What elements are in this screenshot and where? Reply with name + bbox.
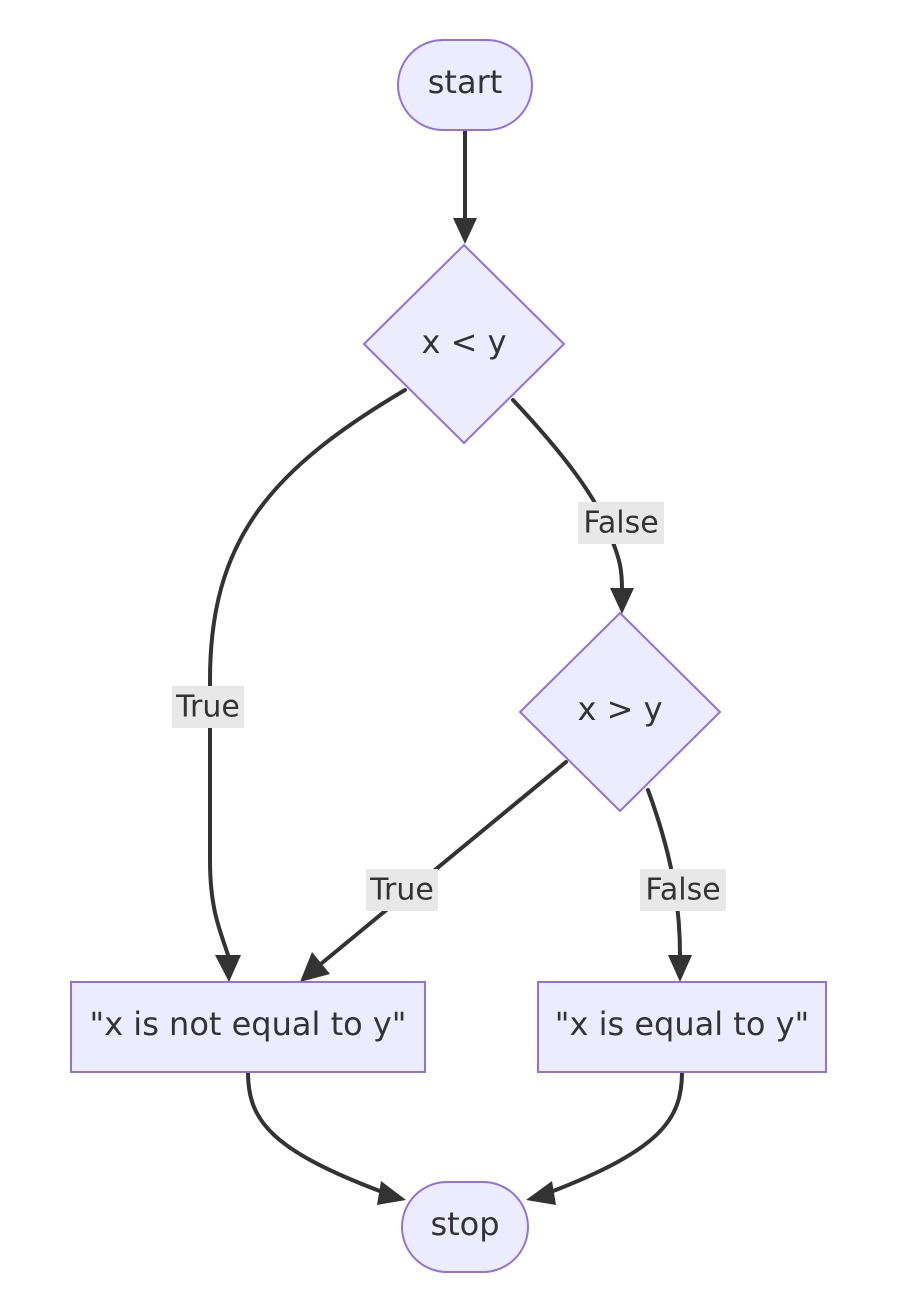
edge-equal-to-stop — [526, 1070, 684, 1205]
edge-label-text: False — [583, 506, 658, 541]
edge-not-equal-to-stop — [246, 1070, 406, 1205]
edge-label-text: True — [175, 690, 240, 725]
edge-lt-true — [208, 388, 407, 982]
nodes: start x < y x > y "x is not equal to y" … — [70, 39, 827, 1273]
edge-line — [208, 388, 407, 957]
node-start[interactable]: start — [397, 39, 533, 131]
edge-label-gt-true: True — [366, 869, 438, 911]
arrowhead — [526, 1181, 556, 1205]
arrowhead — [610, 588, 634, 614]
edge-label-bg — [172, 686, 244, 728]
edge-labels: False True True False — [172, 502, 726, 911]
edge-label-lt-true: True — [172, 686, 244, 728]
edge-line — [246, 1070, 387, 1195]
edge-label-bg — [366, 869, 438, 911]
arrowhead — [453, 218, 477, 244]
edge-label-bg — [640, 869, 726, 911]
node-equal[interactable]: "x is equal to y" — [537, 981, 827, 1073]
node-stop-shape — [401, 1181, 529, 1273]
node-condition-lt-label: x < y — [421, 323, 506, 361]
arrowhead — [377, 1181, 406, 1205]
node-stop[interactable]: stop — [401, 1181, 529, 1273]
edge-label-text: True — [369, 873, 434, 908]
node-condition-lt-shape — [362, 243, 566, 445]
node-start-shape — [397, 39, 533, 131]
edge-label-gt-false: False — [640, 869, 726, 911]
node-condition-gt-label: x > y — [577, 690, 662, 728]
node-not-equal-label: "x is not equal to y" — [89, 1005, 406, 1043]
node-equal-shape — [537, 981, 827, 1073]
edge-label-bg — [578, 502, 664, 544]
arrowhead — [668, 955, 692, 982]
node-start-label: start — [428, 63, 503, 101]
edge-line — [320, 760, 568, 965]
node-not-equal[interactable]: "x is not equal to y" — [70, 981, 426, 1073]
edge-label-lt-false: False — [578, 502, 664, 544]
node-condition-lt[interactable]: x < y — [362, 243, 566, 445]
node-equal-label: "x is equal to y" — [555, 1005, 809, 1043]
arrowhead — [300, 952, 330, 982]
edge-start-to-lt — [453, 128, 477, 244]
edge-label-text: False — [645, 873, 720, 908]
node-not-equal-shape — [70, 981, 426, 1073]
node-stop-label: stop — [430, 1205, 499, 1243]
node-condition-gt[interactable]: x > y — [518, 611, 722, 813]
edge-gt-true — [300, 760, 568, 982]
edge-line — [511, 398, 624, 592]
arrowhead — [215, 955, 241, 982]
node-condition-gt-shape — [518, 611, 722, 813]
edge-line — [546, 1070, 684, 1195]
